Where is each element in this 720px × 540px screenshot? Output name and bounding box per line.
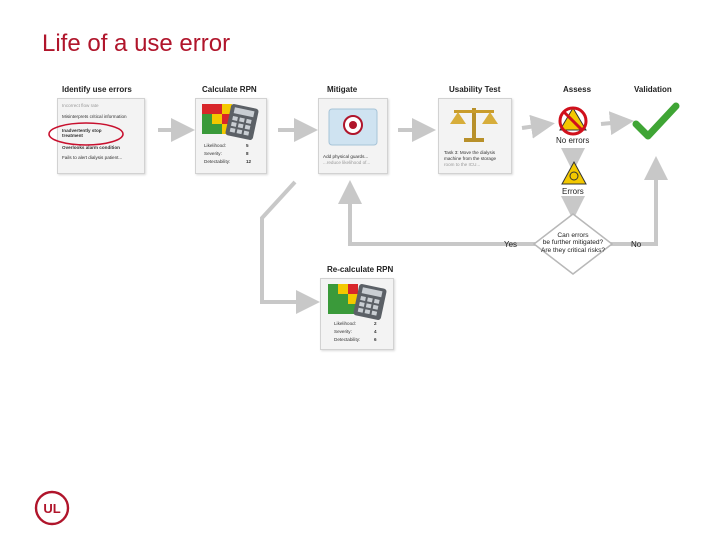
step-label-usability: Usability Test bbox=[449, 85, 501, 94]
prohibit-icon bbox=[558, 106, 588, 136]
decision-diamond bbox=[532, 213, 614, 275]
decision-line-3: Are they critical risks? bbox=[540, 246, 606, 254]
ul-logo-text: UL bbox=[43, 501, 60, 516]
step-label-validation: Validation bbox=[634, 85, 672, 94]
metric-label: Detectability: bbox=[334, 337, 361, 342]
decision-no-label: No bbox=[631, 240, 642, 249]
metric-value: 4 bbox=[374, 329, 377, 334]
mitigate-caption: ...reduce likelihood of... bbox=[323, 160, 371, 165]
page-title: Life of a use error bbox=[42, 30, 231, 57]
ul-logo: UL bbox=[34, 490, 70, 526]
highlight-oval bbox=[48, 122, 124, 146]
risk-matrix-icon bbox=[328, 283, 387, 320]
metric-label: Severity: bbox=[204, 151, 222, 156]
risk-matrix-icon bbox=[202, 103, 259, 140]
error-item: Incorrect flow rate bbox=[62, 103, 99, 108]
step-label-assess: Assess bbox=[563, 85, 592, 94]
step-label-mitigate: Mitigate bbox=[327, 85, 358, 94]
metric-value: 12 bbox=[246, 159, 252, 164]
arrow-assess-to-validation bbox=[600, 111, 634, 136]
metric-label: Severity: bbox=[334, 329, 352, 334]
check-icon bbox=[632, 102, 680, 140]
step-label-identify: Identify use errors bbox=[62, 85, 132, 94]
usability-caption: machine from the storage bbox=[444, 156, 497, 161]
error-item: Inadvertently stop treatment bbox=[62, 128, 102, 138]
metric-value: 5 bbox=[246, 143, 249, 148]
mitigate-caption: Add physical guards... bbox=[323, 154, 369, 159]
warning-icon bbox=[561, 160, 587, 185]
step-label-calculate: Calculate RPN bbox=[202, 85, 257, 94]
error-item: Fails to alert dialysis patient... bbox=[62, 155, 123, 160]
arrow-calculate-to-recalculate bbox=[260, 180, 320, 314]
error-item: Misinterprets critical information bbox=[62, 114, 127, 119]
arrow-no-to-validation bbox=[610, 156, 668, 246]
arrow-yes-to-mitigate bbox=[338, 180, 537, 246]
decision-line-2: be further mitigated? bbox=[542, 239, 604, 247]
metric-label: Likelihood: bbox=[204, 143, 226, 148]
physical-guard-icon bbox=[328, 108, 378, 146]
metric-value: 8 bbox=[246, 151, 249, 156]
metric-value: 6 bbox=[374, 337, 377, 342]
no-errors-label: No errors bbox=[556, 136, 590, 145]
decision-yes-label: Yes bbox=[504, 240, 518, 249]
metric-label: Detectability: bbox=[204, 159, 231, 164]
arrow-usability-to-assess bbox=[521, 114, 555, 139]
usability-caption: Task 3: Move the dialysis bbox=[444, 150, 496, 155]
identify-errors-card: Incorrect flow rate Misinterprets critic… bbox=[57, 98, 145, 174]
error-item: Overlooks alarm condition bbox=[62, 145, 120, 150]
errors-label: Errors bbox=[562, 187, 584, 196]
metric-value: 2 bbox=[374, 321, 377, 326]
decision-text: Can errors be further mitigated? Are the… bbox=[536, 232, 610, 254]
step-label-recalculate: Re-calculate RPN bbox=[327, 265, 394, 274]
usability-caption: room to the ICU... bbox=[444, 162, 481, 167]
metric-label: Likelihood: bbox=[334, 321, 356, 326]
scales-icon bbox=[450, 108, 498, 142]
decision-line-1: Can errors bbox=[557, 232, 589, 239]
